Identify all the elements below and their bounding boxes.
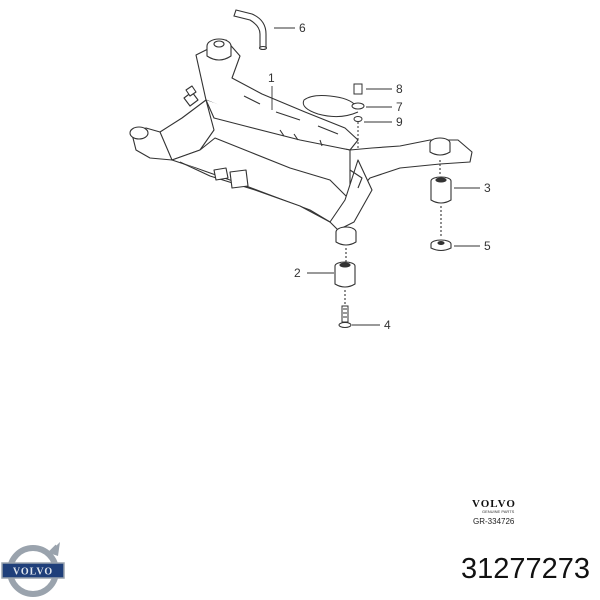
stamp-brand: VOLVO	[472, 498, 516, 510]
washer-plate-part	[430, 239, 452, 252]
callout-8: 8	[396, 82, 403, 96]
callout-4: 4	[384, 318, 391, 332]
stamp-ref-code: GR-334726	[473, 517, 515, 526]
callout-3: 3	[484, 181, 491, 195]
stamp-subtitle: GENUINE PARTS	[482, 509, 515, 514]
lower-bushing-part	[334, 248, 356, 305]
logo-text: VOLVO	[13, 567, 53, 578]
right-bushing-part	[430, 160, 452, 236]
volvo-logo: VOLVO	[1, 542, 65, 597]
part-number: 31277273	[460, 553, 590, 585]
callout-7: 7	[396, 100, 403, 114]
callout-2: 2	[294, 266, 301, 280]
callout-9: 9	[396, 115, 403, 129]
hose-part	[233, 9, 268, 51]
subframe-drawing	[129, 38, 473, 246]
genuine-parts-stamp: VOLVO GENUINE PARTS GR-334726	[472, 498, 516, 526]
long-bolt-part	[338, 305, 352, 328]
bolt-washer-parts	[351, 83, 365, 150]
callout-1: 1	[268, 71, 275, 85]
callout-5: 5	[484, 239, 491, 253]
callout-6: 6	[299, 21, 306, 35]
leader-lines	[271, 27, 480, 326]
wire-loop-part	[302, 95, 359, 118]
